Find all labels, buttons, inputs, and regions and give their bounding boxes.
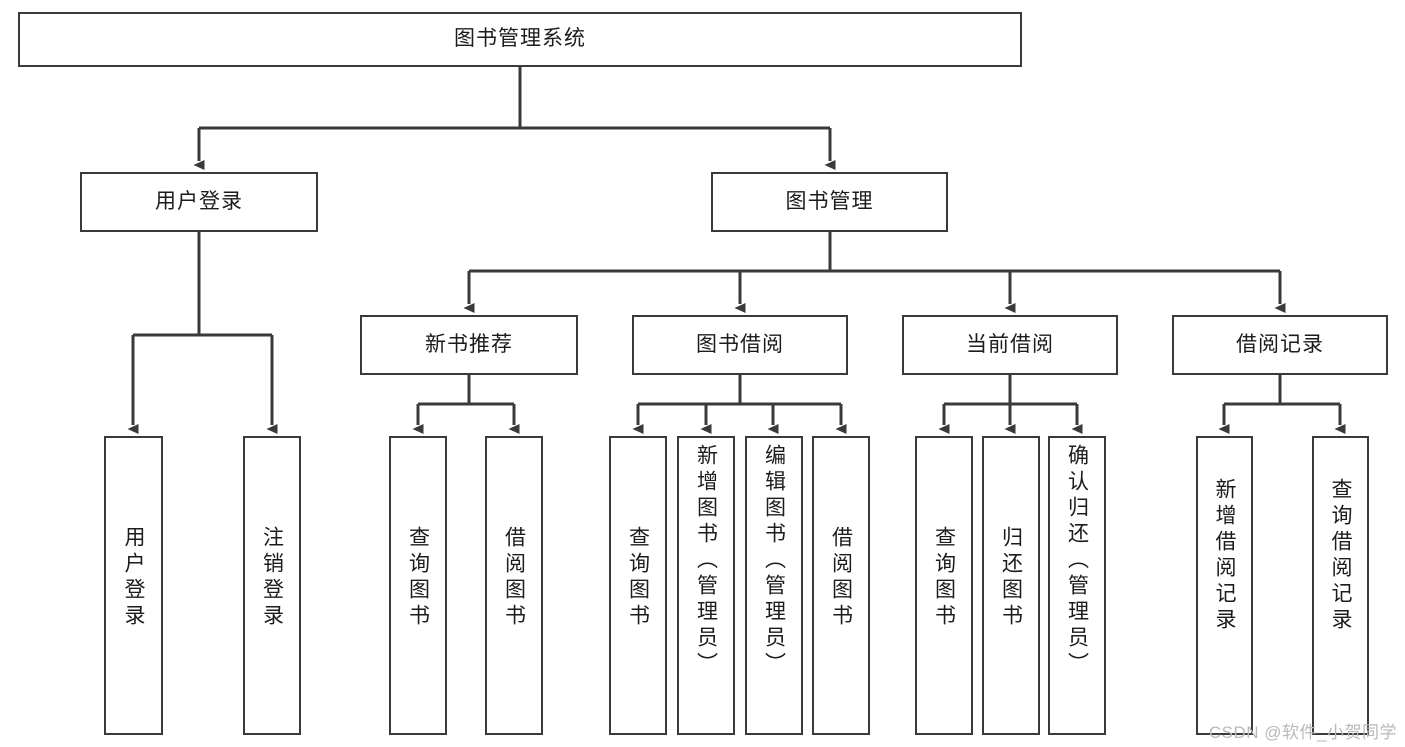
node-leaf-confirm-return[interactable]: 确认归还（管理员）	[1048, 436, 1106, 735]
node-leaf-query-book-b-label: 查询图书	[626, 526, 650, 630]
node-current-borrow[interactable]: 当前借阅	[902, 315, 1118, 375]
node-leaf-query-record-label: 查询借阅记录	[1329, 478, 1352, 634]
node-leaf-query-book-a-label: 查询图书	[406, 526, 430, 630]
node-book-manage-label: 图书管理	[785, 189, 874, 213]
node-borrow-record[interactable]: 借阅记录	[1172, 315, 1388, 375]
node-leaf-return-book[interactable]: 归还图书	[982, 436, 1040, 735]
node-leaf-borrow-book-a[interactable]: 借阅图书	[485, 436, 543, 735]
node-leaf-borrow-book-b-label: 借阅图书	[829, 526, 853, 630]
node-book-borrow[interactable]: 图书借阅	[632, 315, 848, 375]
node-leaf-logout-label: 注销登录	[260, 526, 284, 630]
node-root[interactable]: 图书管理系统	[18, 12, 1022, 67]
node-leaf-add-record[interactable]: 新增借阅记录	[1196, 436, 1253, 735]
node-leaf-logout[interactable]: 注销登录	[243, 436, 301, 735]
node-user-login-label: 用户登录	[155, 189, 243, 213]
node-leaf-query-book-c[interactable]: 查询图书	[915, 436, 973, 735]
node-leaf-edit-book-label: 编辑图书（管理员）	[762, 444, 786, 678]
node-leaf-user-login[interactable]: 用户登录	[104, 436, 163, 735]
node-root-label: 图书管理系统	[454, 27, 586, 51]
node-leaf-edit-book[interactable]: 编辑图书（管理员）	[745, 436, 803, 735]
node-leaf-return-book-label: 归还图书	[999, 526, 1023, 630]
node-leaf-query-book-c-label: 查询图书	[932, 526, 956, 630]
node-borrow-record-label: 借阅记录	[1236, 332, 1324, 356]
node-leaf-user-login-label: 用户登录	[122, 526, 145, 630]
watermark-text: CSDN @软件_小贺同学	[1208, 723, 1397, 742]
node-leaf-add-book[interactable]: 新增图书（管理员）	[677, 436, 735, 735]
node-user-login[interactable]: 用户登录	[80, 172, 318, 232]
node-book-manage[interactable]: 图书管理	[711, 172, 948, 232]
node-new-book-recommend-label: 新书推荐	[425, 332, 513, 356]
node-leaf-add-record-label: 新增借阅记录	[1213, 478, 1236, 634]
node-leaf-confirm-return-label: 确认归还（管理员）	[1065, 444, 1089, 678]
node-leaf-add-book-label: 新增图书（管理员）	[694, 444, 718, 678]
node-leaf-query-record[interactable]: 查询借阅记录	[1312, 436, 1369, 735]
node-leaf-query-book-a[interactable]: 查询图书	[389, 436, 447, 735]
node-book-borrow-label: 图书借阅	[696, 332, 784, 356]
node-leaf-borrow-book-b[interactable]: 借阅图书	[812, 436, 870, 735]
node-current-borrow-label: 当前借阅	[966, 332, 1054, 356]
node-leaf-query-book-b[interactable]: 查询图书	[609, 436, 667, 735]
node-leaf-borrow-book-a-label: 借阅图书	[502, 526, 526, 630]
node-new-book-recommend[interactable]: 新书推荐	[360, 315, 578, 375]
